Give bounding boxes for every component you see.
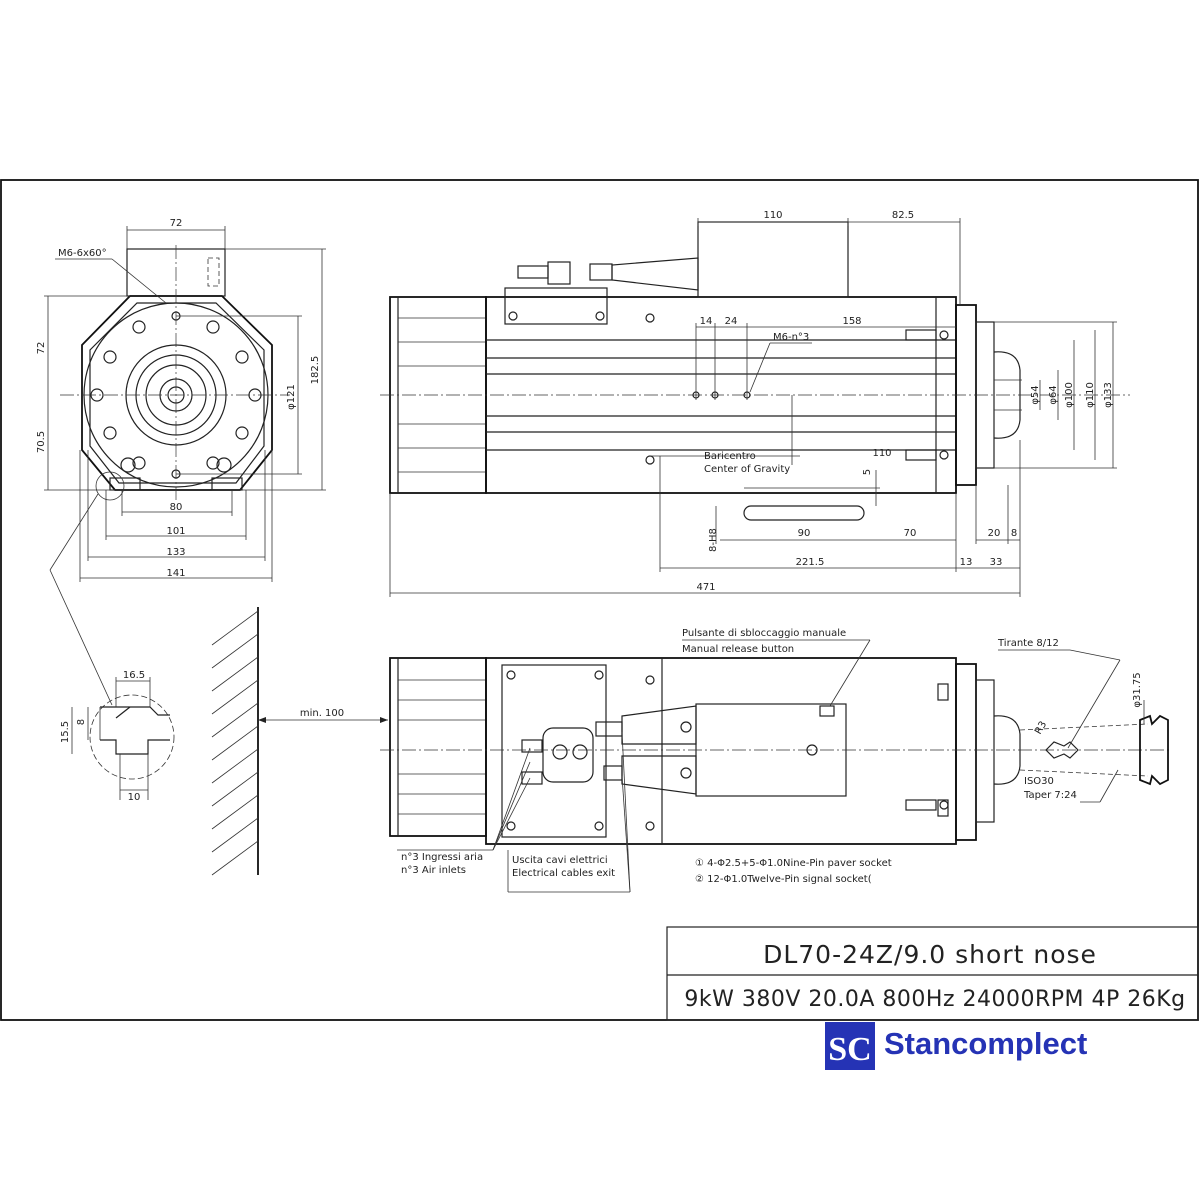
label-taper: Taper 7:24 (1023, 790, 1077, 801)
dim-side-471: 471 (696, 582, 715, 593)
dim-front-left-lower: 70.5 (36, 431, 47, 453)
dim-front-80: 80 (170, 502, 183, 513)
label-thread-front: M6-6x60° (58, 248, 107, 259)
wall-hatch (211, 607, 259, 876)
dim-side-158: 158 (842, 316, 861, 327)
dim-front-left-upper: 72 (36, 342, 47, 355)
front-view (60, 245, 290, 501)
drawing-frame (0, 179, 1199, 1021)
min-clearance: min. 100 (258, 708, 388, 723)
dim-d100: φ100 (1064, 382, 1075, 408)
label-baricentro: Baricentro (704, 451, 756, 462)
model-title: DL70-24Z/9.0 short nose (763, 940, 1097, 969)
logo-mark-icon (825, 1022, 875, 1070)
dim-side-8h8: 8-H8 (708, 528, 719, 552)
dim-front-top: 72 (170, 218, 183, 229)
dim-front-dia: φ121 (286, 384, 297, 410)
dim-detail-10: 10 (128, 792, 141, 803)
label-release-it: Pulsante di sbloccaggio manuale (682, 628, 846, 639)
label-center-of-gravity: Center of Gravity (704, 464, 790, 475)
dim-front-height: 182.5 (310, 356, 321, 385)
dim-d64: φ64 (1048, 385, 1059, 404)
dim-d133: φ133 (1103, 382, 1114, 408)
dim-side-90: 90 (798, 528, 811, 539)
dim-side-8: 8 (1011, 528, 1017, 539)
label-air-it: n°3 Ingressi aria (401, 852, 483, 863)
dim-side-20: 20 (988, 528, 1001, 539)
label-air-en: n°3 Air inlets (401, 865, 466, 876)
side-dimensions: 110 82.5 14 24 158 M6-n°3 Baricentro Cen… (389, 210, 1117, 597)
title-block: DL70-24Z/9.0 short nose 9kW 380V 20.0A 8… (666, 926, 1199, 1021)
label-cables-it: Uscita cavi elettrici (512, 855, 608, 866)
dim-side-14: 14 (700, 316, 713, 327)
label-release-en: Manual release button (682, 644, 794, 655)
label-socket-1: ① 4-Φ2.5+5-Φ1.0Nine-Pin paver socket (695, 858, 892, 869)
detail-view (89, 694, 175, 780)
side-view (380, 221, 1130, 521)
dim-side-221-5: 221.5 (796, 557, 825, 568)
label-cables-en: Electrical cables exit (512, 868, 615, 879)
logo-name: Stancomplect (884, 1026, 1087, 1061)
model-spec: 9kW 380V 20.0A 800Hz 24000RPM 4P 26Kg (684, 987, 1185, 1012)
dim-side-13: 13 (960, 557, 973, 568)
dim-front-133: 133 (166, 547, 185, 558)
dim-min-100: min. 100 (300, 708, 344, 719)
dim-front-141: 141 (166, 568, 185, 579)
label-socket-2: ② 12-Φ1.0Twelve-Pin signal socket( (695, 874, 872, 885)
dim-d110: φ110 (1085, 382, 1096, 408)
label-iso: ISO30 (1024, 776, 1054, 787)
dim-front-101: 101 (166, 526, 185, 537)
top-view (380, 657, 1170, 845)
label-thread-side: M6-n°3 (773, 332, 809, 343)
dim-detail-8: 8 (76, 719, 87, 725)
dim-side-110b: 110 (872, 448, 891, 459)
logo-mark-text: SC (828, 1031, 871, 1068)
label-tirante: Tirante 8/12 (997, 638, 1059, 649)
dim-side-33: 33 (990, 557, 1003, 568)
dim-detail-15-5: 15.5 (60, 721, 71, 743)
dim-d31-75: φ31.75 (1132, 672, 1143, 707)
label-r3: R3 (1033, 719, 1049, 736)
dim-side-24: 24 (725, 316, 738, 327)
dim-detail-16-5: 16.5 (123, 670, 145, 681)
dim-d54: φ54 (1030, 385, 1041, 404)
top-view-labels: Pulsante di sbloccaggio manuale Manual r… (397, 628, 1145, 893)
brand-logo: SC Stancomplect (825, 1022, 1087, 1070)
dim-side-110: 110 (763, 210, 782, 221)
detail-dimensions: 16.5 15.5 8 10 (60, 670, 151, 803)
front-dimensions: 72 72 70.5 182.5 φ121 80 101 133 141 (36, 218, 326, 706)
dim-side-70: 70 (904, 528, 917, 539)
dim-side-82-5: 82.5 (892, 210, 914, 221)
dim-side-5: 5 (862, 469, 873, 475)
